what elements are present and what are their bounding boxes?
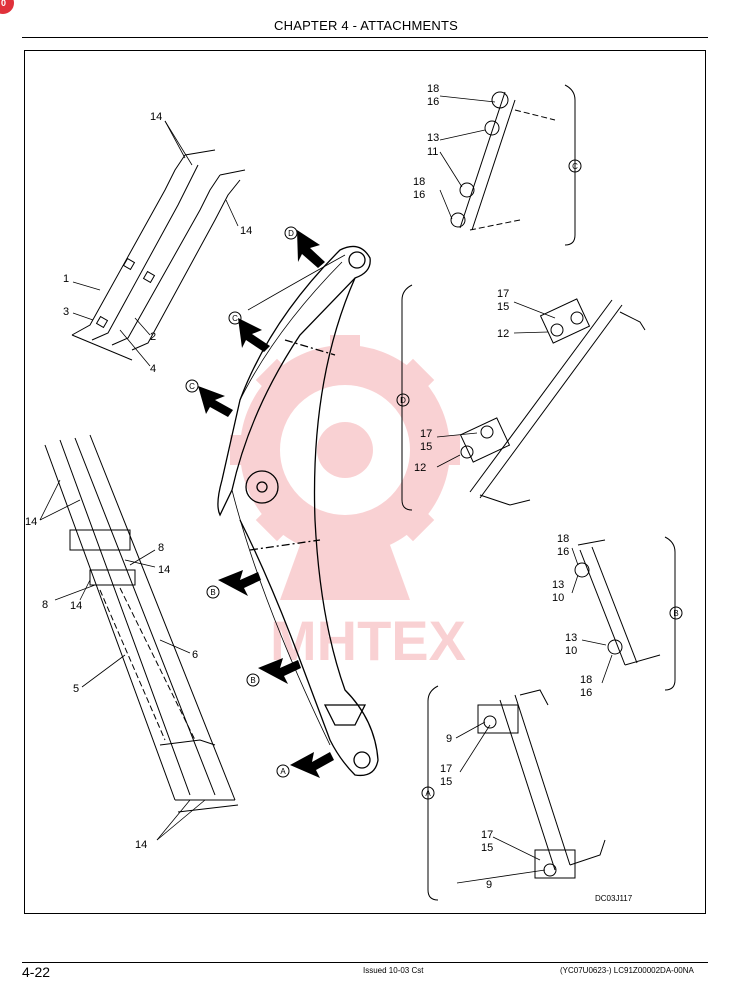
section-letter-d-detail: D: [400, 396, 406, 405]
callout-16-c-bottom: 16: [413, 189, 425, 201]
document-reference: (YC07U0623-) LC91Z00002DA-00NA: [560, 966, 694, 975]
section-letter-d-main: D: [288, 229, 294, 238]
callout-18-c-top: 18: [427, 83, 439, 95]
section-letter-c-main-2: C: [189, 382, 195, 391]
callout-13-b-bottom: 13: [565, 632, 577, 644]
callout-17-a-top: 17: [440, 763, 452, 775]
callout-8-right: 8: [158, 542, 164, 554]
section-letter-b-main-1: B: [210, 588, 215, 597]
callout-16-b-bottom: 16: [580, 687, 592, 699]
callout-15-a-top: 15: [440, 776, 452, 788]
detail-arm-hoses: [44, 434, 239, 813]
watermark-gear-icon: [230, 335, 460, 600]
callout-2: 2: [150, 331, 156, 343]
callout-14-mid-center: 14: [70, 600, 82, 612]
watermark-text: MHTEX: [270, 609, 466, 672]
callout-17-d-bottom: 17: [420, 428, 432, 440]
header-rule: [22, 37, 708, 38]
section-letter-b-detail: B: [673, 609, 678, 618]
section-letter-c-detail: C: [572, 162, 578, 171]
main-boom: [217, 245, 379, 777]
section-letter-a-main: A: [280, 767, 286, 776]
section-letter-b-main-2: B: [250, 676, 255, 685]
callout-5: 5: [73, 683, 79, 695]
callout-15-a-bottom: 15: [481, 842, 493, 854]
callout-6: 6: [192, 649, 198, 661]
callout-15-d-top: 15: [497, 301, 509, 313]
callout-16-c-top: 16: [427, 96, 439, 108]
callout-3: 3: [63, 306, 69, 318]
callout-14-bottom: 14: [135, 839, 147, 851]
section-letter-c-main-1: C: [232, 314, 238, 323]
callout-17-a-bottom: 17: [481, 829, 493, 841]
chapter-title: CHAPTER 4 - ATTACHMENTS: [274, 18, 458, 33]
callout-8-left: 8: [42, 599, 48, 611]
section-letter-markers: [185, 159, 683, 800]
callout-13-b-top: 13: [552, 579, 564, 591]
page-number: 4-22: [22, 964, 51, 980]
callout-18-b-top: 18: [557, 533, 569, 545]
callout-10-b-bottom: 10: [565, 645, 577, 657]
detail-section-d: [401, 284, 646, 511]
callout-12-d-bottom: 12: [414, 462, 426, 474]
figure-code: DC03J117: [595, 894, 633, 903]
callout-9-a-bottom: 9: [486, 879, 492, 891]
callout-18-b-bottom: 18: [580, 674, 592, 686]
callout-18-c-bottom: 18: [413, 176, 425, 188]
callout-13-c: 13: [427, 132, 439, 144]
detail-section-a: [427, 685, 606, 901]
callout-14-top: 14: [150, 111, 162, 123]
callout-9-a-top: 9: [446, 733, 452, 745]
leader-lines: [39, 95, 613, 884]
issued-date: Issued 10-03 Cst: [363, 966, 424, 975]
section-letter-a-detail: A: [425, 789, 431, 798]
callout-11-c: 11: [427, 146, 438, 158]
callout-10-b-top: 10: [552, 592, 564, 604]
callout-12-d-top: 12: [497, 328, 509, 340]
callout-17-d-top: 17: [497, 288, 509, 300]
callout-14-upper-right: 14: [240, 225, 252, 237]
detail-section-b: [574, 536, 676, 691]
detail-boom-end-hoses: [71, 149, 246, 361]
arrow-icons: [198, 230, 334, 778]
callout-1: 1: [63, 273, 69, 285]
callout-16-b-top: 16: [557, 546, 569, 558]
callout-14-mid-right: 14: [158, 564, 170, 576]
figure-frame: [24, 50, 706, 914]
callout-15-d-bottom: 15: [420, 441, 432, 453]
detail-section-c: [450, 84, 576, 246]
callout-4: 4: [150, 363, 156, 375]
footer-rule: [22, 962, 708, 963]
corner-badge: 0: [0, 0, 14, 14]
callout-14-mid-left: 14: [25, 516, 37, 528]
